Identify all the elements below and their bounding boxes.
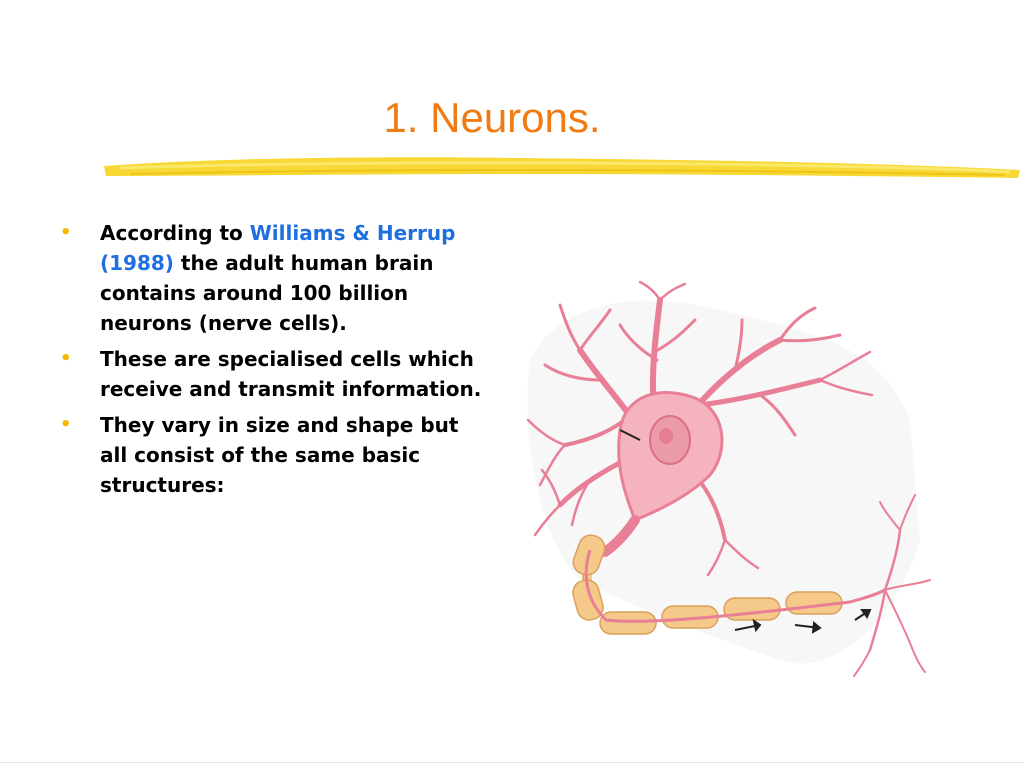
bullet-item: • They vary in size and shape but all co…: [60, 410, 490, 500]
bullet-text: They vary in size and shape but all cons…: [100, 413, 459, 497]
slide-title: 1. Neurons.: [383, 94, 601, 141]
bullet-text: These are specialised cells which receiv…: [100, 347, 482, 401]
bullet-list: • According to Williams & Herrup (1988) …: [60, 218, 490, 506]
bullet-text-lead: According to: [100, 221, 250, 245]
citation-link: Williams & Herrup (1988): [100, 221, 456, 275]
title-highlight-stroke: [104, 157, 1020, 178]
bullet-item: • According to Williams & Herrup (1988) …: [60, 218, 490, 338]
neuron-illustration: [526, 280, 931, 677]
footer-divider: [0, 762, 1024, 763]
bullet-text-tail: the adult human brain contains around 10…: [100, 251, 434, 335]
bullet-item: • These are specialised cells which rece…: [60, 344, 490, 404]
bullet-marker: •: [60, 414, 72, 435]
bullet-marker: •: [60, 348, 72, 369]
bullet-marker: •: [60, 222, 72, 243]
